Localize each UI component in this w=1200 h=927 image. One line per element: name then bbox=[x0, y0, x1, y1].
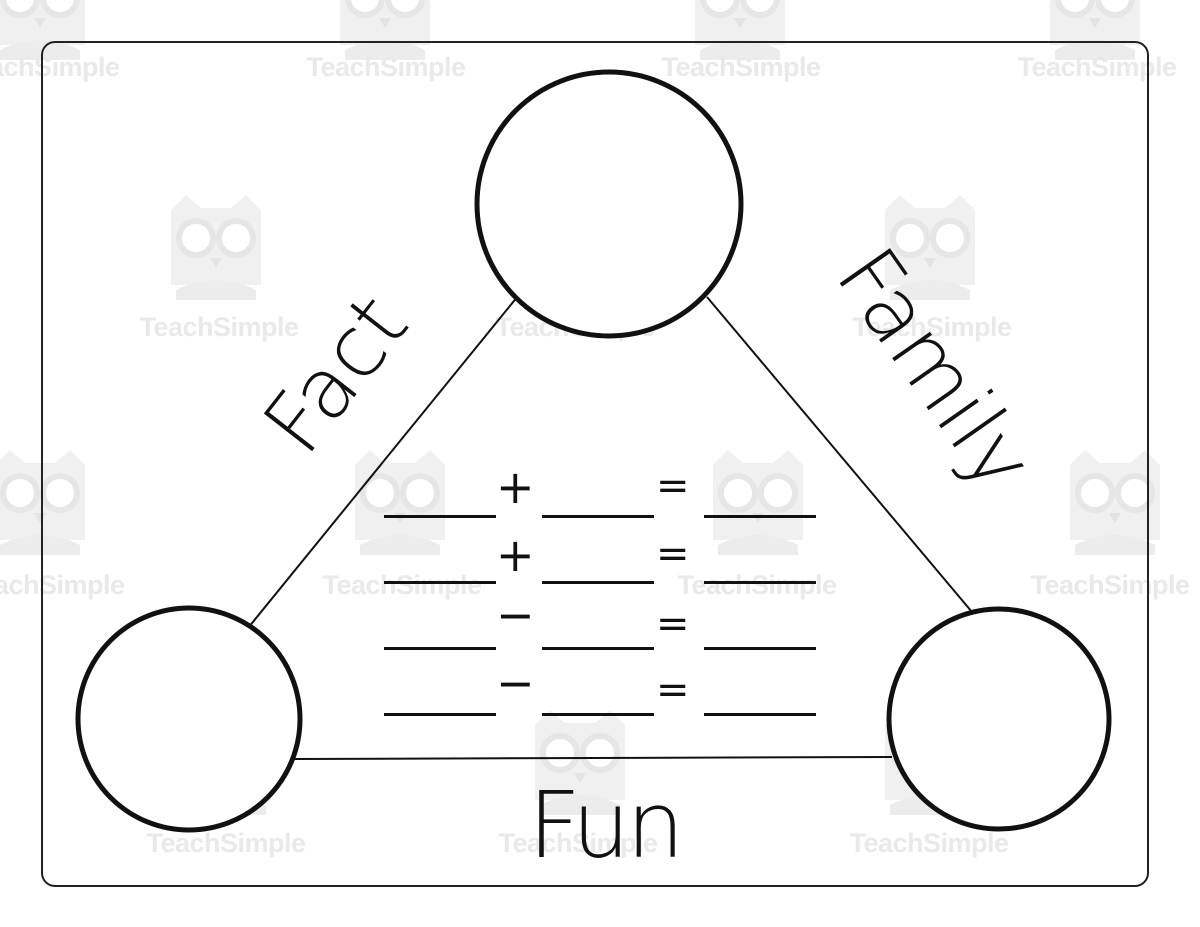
right-number-circle[interactable] bbox=[886, 606, 1112, 832]
answer-blank[interactable] bbox=[384, 713, 496, 716]
answer-blank[interactable] bbox=[542, 647, 654, 650]
equation-row: − = bbox=[384, 656, 816, 716]
equation-row: − = bbox=[384, 590, 816, 650]
answer-blank[interactable] bbox=[704, 713, 816, 716]
triangle-edge-left bbox=[247, 295, 519, 629]
answer-blank[interactable] bbox=[704, 647, 816, 650]
equation-row: + = bbox=[384, 524, 816, 584]
equals-sign: = bbox=[656, 667, 690, 713]
worksheet-frame bbox=[41, 41, 1149, 887]
operator-sign: − bbox=[496, 588, 535, 642]
operator-sign: + bbox=[496, 528, 535, 582]
left-number-circle[interactable] bbox=[75, 605, 303, 833]
equals-sign: = bbox=[656, 531, 690, 577]
answer-blank[interactable] bbox=[384, 647, 496, 650]
answer-blank[interactable] bbox=[704, 515, 816, 518]
triangle-edge-bottom bbox=[293, 756, 893, 760]
answer-blank[interactable] bbox=[704, 581, 816, 584]
answer-blank[interactable] bbox=[542, 713, 654, 716]
label-fun: Fun bbox=[528, 772, 685, 879]
equals-sign: = bbox=[656, 463, 690, 509]
answer-blank[interactable] bbox=[542, 581, 654, 584]
equals-sign: = bbox=[656, 601, 690, 647]
operator-sign: + bbox=[496, 460, 535, 514]
top-number-circle[interactable] bbox=[474, 69, 744, 339]
answer-blank[interactable] bbox=[384, 515, 496, 518]
answer-blank[interactable] bbox=[542, 515, 654, 518]
answer-blank[interactable] bbox=[384, 581, 496, 584]
operator-sign: − bbox=[496, 656, 535, 710]
equation-row: + = bbox=[384, 458, 816, 518]
triangle-edge-right bbox=[706, 296, 973, 613]
